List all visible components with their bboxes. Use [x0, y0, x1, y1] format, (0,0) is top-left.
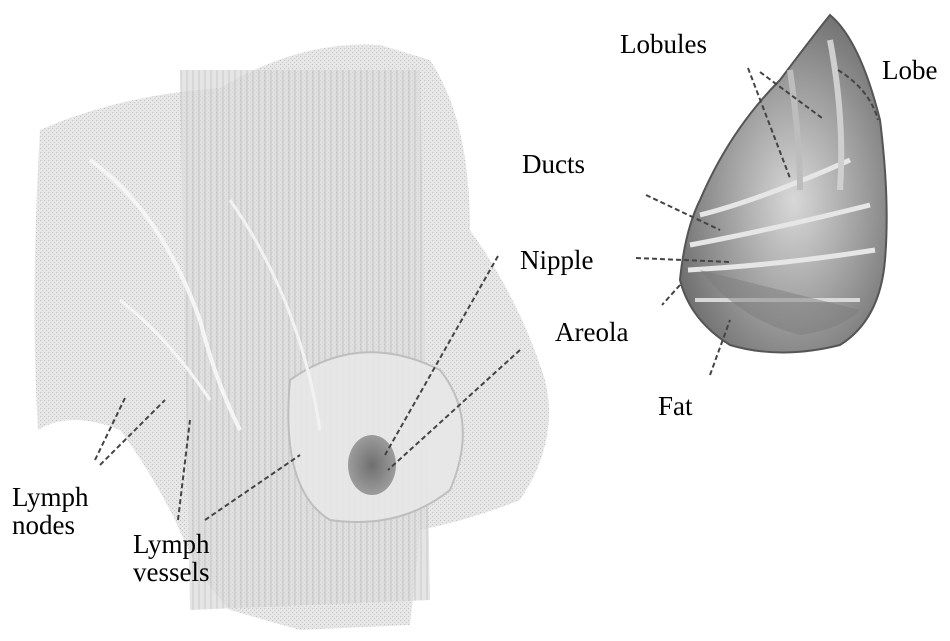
label-lymph-nodes-line1: Lymph [12, 483, 89, 511]
label-lymph-vessels-line2: vessels [133, 558, 210, 586]
label-lymph-vessels: Lymph vessels [133, 530, 210, 587]
leader-line-areola-right [662, 285, 680, 305]
label-nipple: Nipple [520, 246, 594, 274]
torso-illustration [34, 45, 549, 630]
label-lymph-nodes: Lymph nodes [12, 483, 89, 540]
breast-cross-section-illustration [680, 15, 887, 353]
nipple-areola-shape [348, 435, 396, 495]
label-lymph-nodes-line2: nodes [12, 511, 89, 539]
label-lobules: Lobules [620, 30, 707, 58]
label-areola: Areola [555, 318, 628, 346]
label-fat: Fat [658, 392, 693, 420]
label-lobe: Lobe [882, 56, 937, 84]
label-ducts: Ducts [522, 150, 585, 178]
label-lymph-vessels-line1: Lymph [133, 530, 210, 558]
